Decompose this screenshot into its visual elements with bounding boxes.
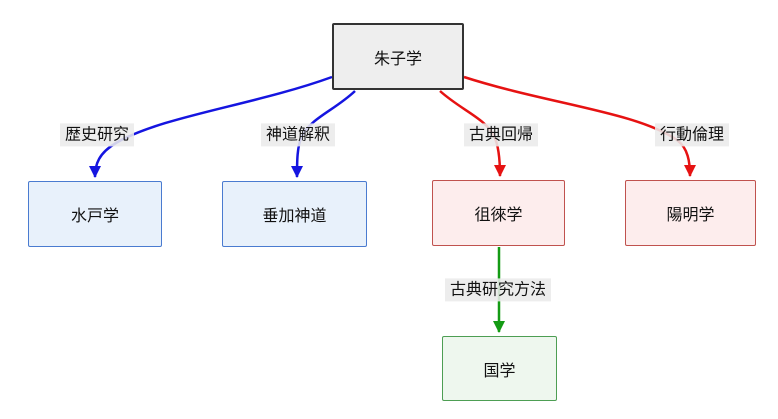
edge-shushigaku-yomei xyxy=(463,75,696,177)
edge-label-rekishi-kenkyu: 歴史研究 xyxy=(59,123,135,147)
node-kokugaku-label: 国学 xyxy=(483,362,516,380)
node-suika-shinto-label: 垂加神道 xyxy=(262,208,327,225)
node-shushigaku-label: 朱子学 xyxy=(373,50,422,68)
node-soraigaku-label: 徂徠学 xyxy=(474,207,523,224)
node-shushigaku: 朱子学 xyxy=(332,23,464,90)
node-mitogaku: 水戸学 xyxy=(28,181,162,247)
edge-label-koten-kaiki: 古典回帰 xyxy=(463,123,539,147)
node-mitogaku-label: 水戸学 xyxy=(70,208,119,225)
node-yomeigaku-label: 陽明学 xyxy=(666,207,715,224)
edge-shushigaku-mitogaku xyxy=(89,75,333,178)
edge-label-koten-kenkyu-hoho: 古典研究方法 xyxy=(444,278,552,302)
node-kokugaku: 国学 xyxy=(442,336,557,401)
node-suika-shinto: 垂加神道 xyxy=(222,181,367,247)
node-soraigaku: 徂徠学 xyxy=(432,180,565,246)
edge-label-kodo-rinri: 行動倫理 xyxy=(654,123,730,147)
edge-label-shinto-kaishaku: 神道解釈 xyxy=(260,123,336,147)
node-yomeigaku: 陽明学 xyxy=(625,180,756,246)
